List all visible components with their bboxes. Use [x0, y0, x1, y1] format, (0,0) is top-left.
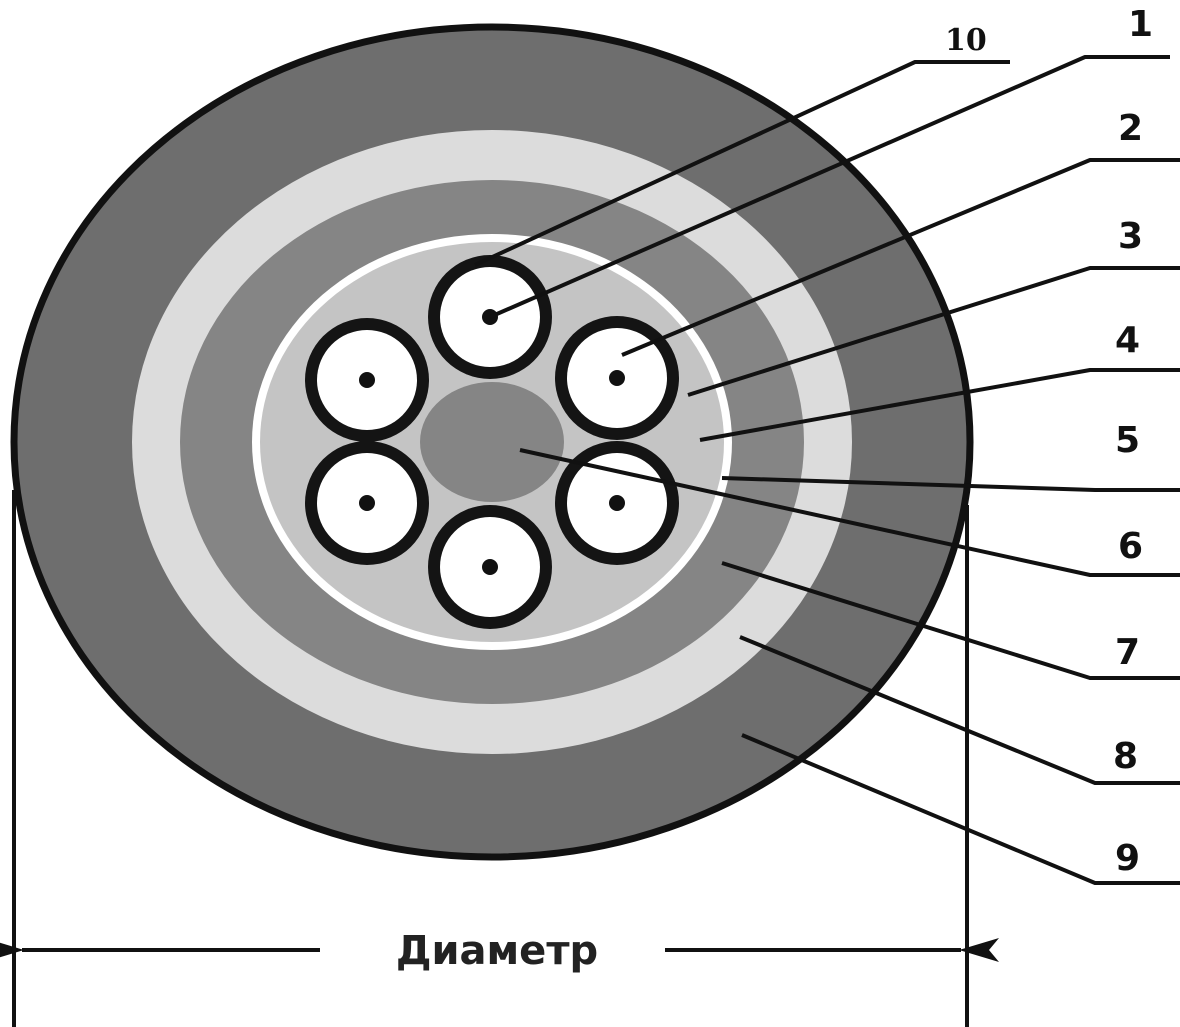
callout-4: 4 — [1115, 320, 1140, 361]
tube-2 — [555, 316, 679, 440]
callout-7: 7 — [1115, 632, 1140, 673]
dimension-label: Диаметр — [396, 928, 598, 974]
callout-6: 6 — [1118, 526, 1143, 567]
fiber-6 — [359, 372, 375, 388]
tube-5 — [305, 441, 429, 565]
leader-line-3 — [687, 266, 1180, 397]
leader-lines — [474, 55, 1180, 885]
callout-labels: 10 1 2 3 4 5 6 7 8 9 — [945, 4, 1153, 879]
leader-line-5 — [721, 476, 1180, 492]
callout-8: 8 — [1113, 736, 1138, 777]
leader-line-6 — [519, 448, 1180, 577]
leader-line-8 — [739, 635, 1180, 785]
dimension-annotation — [0, 490, 999, 1027]
leader-line-2 — [621, 158, 1180, 357]
central-strength-member — [420, 382, 564, 502]
leader-line-10 — [474, 60, 1010, 267]
tube-group — [305, 255, 679, 629]
callout-2: 2 — [1118, 108, 1143, 149]
tube-6 — [305, 318, 429, 442]
leader-line-4 — [699, 368, 1180, 442]
tube-3 — [555, 441, 679, 565]
leader-line-7 — [721, 561, 1180, 680]
leader-line-1 — [489, 55, 1170, 319]
tube-4 — [428, 505, 552, 629]
leader-line-9 — [741, 733, 1180, 885]
fiber-5 — [359, 495, 375, 511]
callout-9: 9 — [1115, 838, 1140, 879]
fiber-3 — [609, 495, 625, 511]
callout-3: 3 — [1118, 216, 1143, 257]
fiber-2 — [609, 370, 625, 386]
callout-10: 10 — [945, 23, 987, 58]
callout-1: 1 — [1128, 4, 1153, 45]
callout-5: 5 — [1115, 420, 1140, 461]
fiber-4 — [482, 559, 498, 575]
